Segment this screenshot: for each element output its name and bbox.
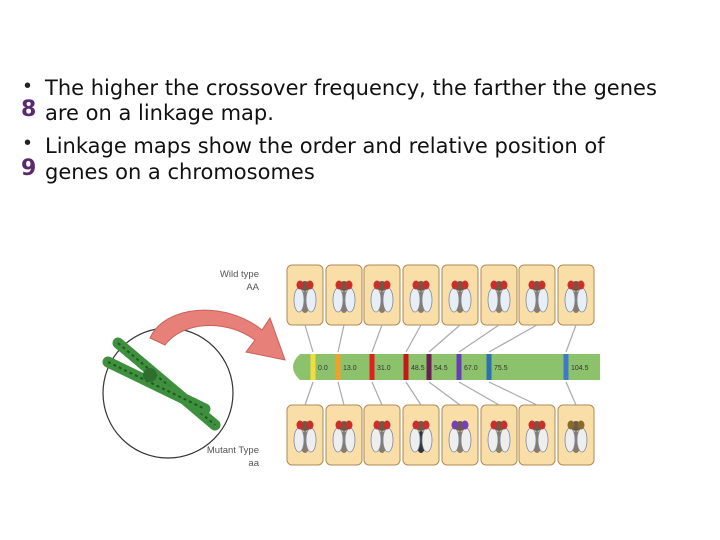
gene-position-label: 0.0 <box>318 365 328 372</box>
wild-fly-panel <box>363 264 401 353</box>
mutant-fly-panel <box>325 381 363 466</box>
gene-position-label: 54.5 <box>434 365 448 372</box>
gene-band <box>335 354 341 380</box>
wild-fly-panel <box>286 264 324 353</box>
wild-type-genotype: AA <box>246 282 259 293</box>
gene-position-label: 31.0 <box>377 365 391 372</box>
gene-band <box>310 354 316 380</box>
gene-position-label: 104.5 <box>571 365 589 372</box>
side-number-8: 8 <box>21 97 37 122</box>
x-chromosome-icon <box>102 337 221 431</box>
gene-position-label: 13.0 <box>343 365 357 372</box>
gene-band <box>403 354 409 380</box>
bullet-1-line-1: The higher the crossover frequency, the … <box>45 76 657 100</box>
gene-position-label: 48.5 <box>411 365 425 372</box>
mutant-type-genotype: aa <box>248 458 259 469</box>
bullet-marker: • <box>24 132 32 154</box>
mutant-type-label: Mutant Type <box>207 445 259 456</box>
mutant-fly-panel <box>428 381 479 466</box>
bullet-2-line-2: genes on a chromosomes <box>45 160 315 184</box>
curved-arrow-icon <box>149 309 286 361</box>
wild-fly-panel <box>402 264 440 353</box>
gene-band <box>563 354 569 380</box>
gene-band <box>369 354 375 380</box>
side-number-9: 9 <box>21 156 37 181</box>
wild-fly-panel <box>488 264 556 353</box>
gene-band <box>456 354 462 380</box>
wild-fly-panel <box>557 264 595 353</box>
mutant-fly-panel <box>458 381 518 466</box>
bullet-2-line-1: Linkage maps show the order and relative… <box>45 134 605 158</box>
wild-type-label: Wild type <box>220 269 259 280</box>
gene-position-label: 75.5 <box>494 365 508 372</box>
bullet-1-line-2: are on a linkage map. <box>45 101 274 125</box>
wild-fly-panel <box>428 264 479 353</box>
mutant-fly-panel <box>488 381 556 466</box>
mutant-fly-panel <box>557 381 595 466</box>
mutant-fly-panel <box>363 381 401 466</box>
mutant-fly-panel <box>402 381 440 466</box>
bullet-marker: • <box>24 75 32 97</box>
gene-position-label: 67.0 <box>464 365 478 372</box>
wild-fly-panel <box>325 264 363 353</box>
wild-fly-panel <box>458 264 518 353</box>
mutant-fly-panel <box>286 381 324 466</box>
gene-band <box>486 354 492 380</box>
gene-band <box>426 354 432 380</box>
